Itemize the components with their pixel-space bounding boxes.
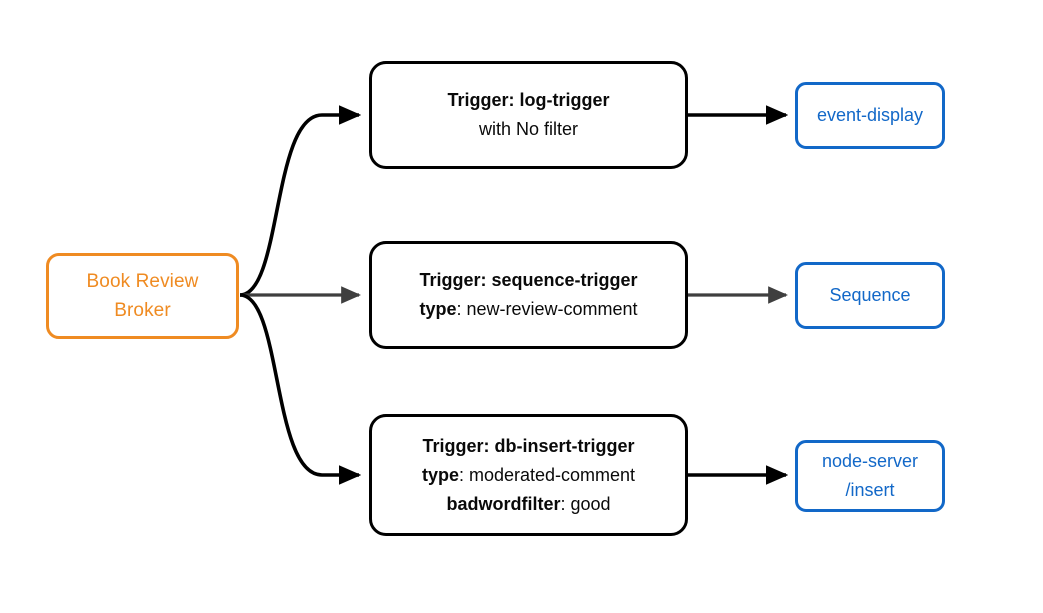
broker-label-line1: Book Review (86, 271, 199, 292)
trigger-2-title: Trigger: sequence-trigger (419, 266, 637, 295)
trigger-3-line2-key: type (421, 464, 459, 485)
node-target-event-display[interactable]: event-display (795, 82, 945, 149)
trigger-3-line3-value: : good (560, 493, 611, 514)
trigger-2-line2-key: type (419, 299, 457, 319)
trigger-2-line2-value: : new-review-comment (456, 299, 638, 319)
node-trigger-log-trigger[interactable]: Trigger: log-trigger with No filter (369, 61, 688, 169)
node-target-sequence[interactable]: Sequence (795, 262, 945, 329)
node-book-review-broker[interactable]: Book Review Broker (46, 253, 239, 339)
trigger-3-title: Trigger: db-insert-trigger (422, 432, 634, 461)
node-target-node-server-insert[interactable]: node-server /insert (795, 440, 945, 512)
trigger-3-line3: badwordfilter: good (446, 490, 610, 519)
trigger-1-title: Trigger: log-trigger (447, 86, 609, 115)
node-trigger-db-insert-trigger[interactable]: Trigger: db-insert-trigger type: moderat… (369, 414, 688, 536)
trigger-2-line2: type: new-review-comment (419, 295, 637, 324)
trigger-1-line2: with No filter (479, 115, 578, 144)
trigger-3-line2: type: moderated-comment (422, 461, 635, 490)
target-2-label-line1: Sequence (829, 285, 911, 305)
trigger-3-name-value: db-insert-trigger (494, 435, 635, 456)
trigger-3-line2-value: : moderated-comment (458, 464, 636, 485)
trigger-1-name-label: Trigger: (447, 90, 520, 110)
broker-label-line2: Broker (114, 300, 171, 321)
target-3-label-line2: /insert (845, 480, 895, 500)
trigger-3-line3-key: badwordfilter (446, 493, 561, 514)
trigger-1-line2-key: with No filter (478, 119, 579, 139)
edge-broker-to-log-trigger (239, 105, 362, 297)
trigger-2-name-value: sequence-trigger (491, 270, 638, 290)
target-1-label-line1: event-display (816, 105, 924, 125)
trigger-3-name-label: Trigger: (422, 435, 495, 456)
edge-broker-to-db-insert-trigger (239, 293, 362, 485)
node-trigger-sequence-trigger[interactable]: Trigger: sequence-trigger type: new-revi… (369, 241, 688, 349)
target-3-label-line1: node-server (821, 451, 919, 471)
trigger-1-name-value: log-trigger (519, 90, 610, 110)
trigger-2-name-label: Trigger: (419, 270, 492, 290)
